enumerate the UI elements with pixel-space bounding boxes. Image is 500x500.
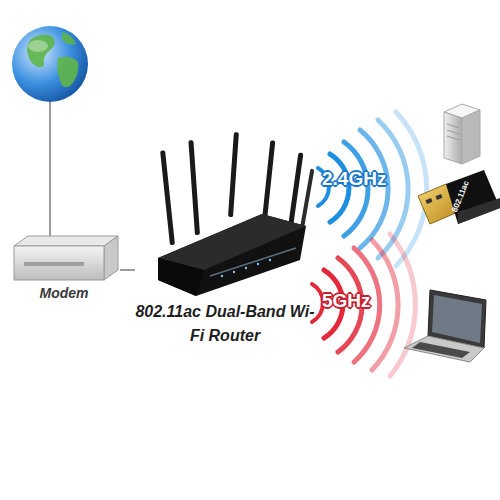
server-device (444, 104, 480, 164)
device-print: 802.11ac (450, 180, 471, 214)
usb-adapter (418, 170, 500, 224)
band-label: 5GHz (322, 290, 371, 312)
internet-globe (12, 26, 88, 102)
internet-wire (49, 100, 51, 242)
modem-node: Modem (8, 234, 120, 306)
laptop-device (404, 290, 486, 362)
cable-connector (120, 269, 135, 271)
node-label: Modem (40, 284, 89, 302)
router-node: 802.11ac Dual-Band Wi-Fi Router (135, 150, 315, 350)
wifi-waves-blue (318, 112, 427, 266)
modem-device (14, 236, 118, 280)
band-label: 2.4GHz (322, 168, 386, 190)
wifi-waves-red (312, 234, 415, 376)
node-label: 802.11ac Dual-Band Wi-Fi Router (135, 300, 315, 348)
router-device (158, 132, 314, 296)
